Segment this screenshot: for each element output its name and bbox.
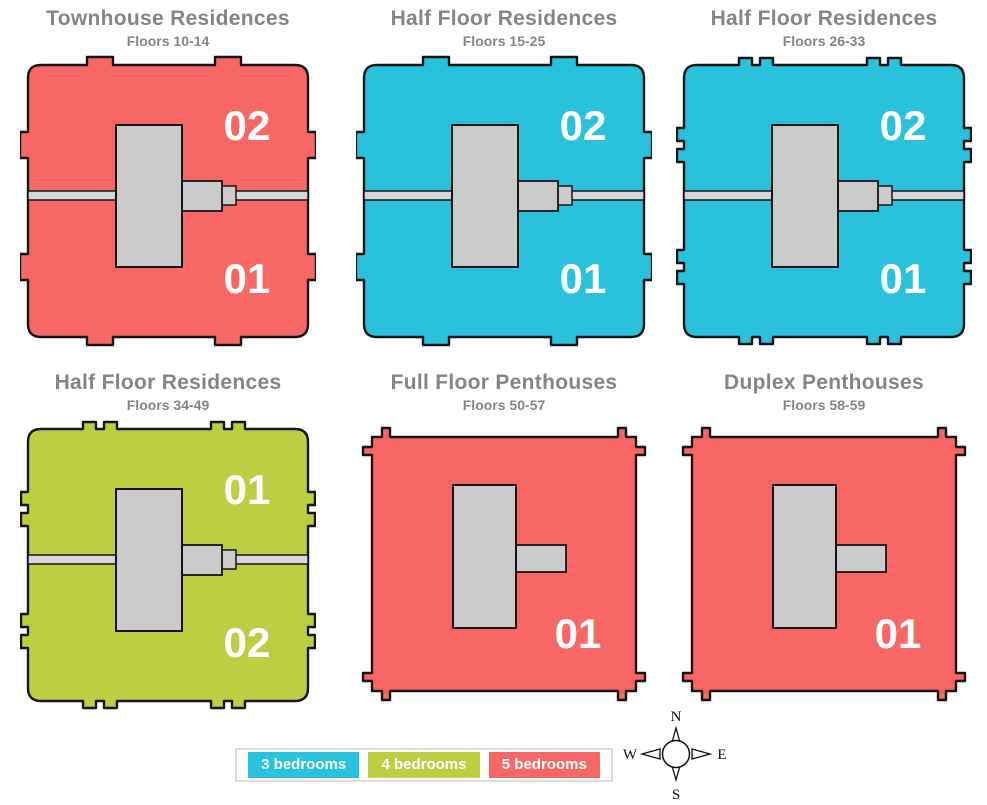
compass-n-label: N [671, 709, 682, 725]
panel-title: Duplex Penthouses [724, 371, 924, 394]
unit-number-bottom: 01 [560, 255, 607, 302]
building-core [115, 124, 183, 268]
floorplan: 01 [344, 419, 664, 711]
legend-chip-5-bedrooms: 5 bedrooms [488, 752, 600, 778]
core-arm [517, 180, 559, 212]
compass-east-pointer [691, 748, 713, 760]
floorplan-svg: 01 [361, 426, 647, 702]
panel-subtitle: Floors 50-57 [462, 397, 546, 413]
panel-title: Townhouse Residences [46, 7, 290, 30]
corridor-left [27, 554, 117, 565]
unit-number-top: 01 [224, 466, 271, 513]
corridor-left [27, 190, 117, 201]
unit-number-bottom: 01 [224, 255, 271, 302]
building-core [115, 488, 183, 632]
compass-s-label: S [672, 787, 680, 803]
building-core [451, 124, 519, 268]
compass-rose: N S W E [623, 709, 727, 803]
unit-number-bottom: 02 [224, 619, 271, 666]
floorplan-svg: 01 02 [20, 420, 316, 710]
legend-chip-4-bedrooms: 4 bedrooms [368, 752, 480, 778]
compass-west-pointer [639, 748, 661, 760]
panel-title: Half Floor Residences [390, 7, 618, 30]
compass-e-label: E [717, 747, 726, 763]
unit-number: 01 [875, 610, 922, 657]
corridor-right [889, 190, 965, 201]
panel-subtitle: Floors 26-33 [782, 33, 866, 49]
corridor-right [233, 190, 309, 201]
floorplan: 02 01 [344, 55, 664, 347]
floorplan-svg: 01 [681, 426, 967, 702]
building-core [452, 484, 517, 629]
panel-title: Half Floor Residences [54, 371, 282, 394]
building-core [771, 124, 839, 268]
corridor-right [233, 554, 309, 565]
unit-number-bottom: 01 [880, 255, 927, 302]
floorplan-panel-5: Full Floor Penthouses Floors 50-57 01 [344, 370, 664, 711]
panel-subtitle: Floors 58-59 [782, 397, 866, 413]
bedroom-legend: 3 bedrooms 4 bedrooms 5 bedrooms [235, 748, 613, 782]
panel-subtitle: Floors 15-25 [462, 33, 546, 49]
floorplan: 01 [664, 419, 984, 711]
core-arm [515, 544, 567, 573]
floorplan-svg: 02 01 [20, 55, 316, 347]
floorplan-panel-3: Half Floor Residences Floors 26-33 02 01 [664, 6, 984, 347]
core-arm [835, 544, 887, 573]
compass-circle [661, 739, 691, 769]
floorplan: 02 01 [8, 55, 328, 347]
panel-title: Full Floor Penthouses [390, 371, 618, 394]
legend-chip-3-bedrooms: 3 bedrooms [248, 752, 360, 778]
corridor-left [683, 190, 773, 201]
corridor-left [363, 190, 453, 201]
floorplan-panel-2: Half Floor Residences Floors 15-25 02 01 [344, 6, 664, 347]
building-core [772, 484, 837, 629]
core-arm [181, 544, 223, 576]
core-arm [181, 180, 223, 212]
panel-subtitle: Floors 34-49 [126, 397, 210, 413]
corridor-right [569, 190, 645, 201]
panel-subtitle: Floors 10-14 [126, 33, 210, 49]
floorplan-panel-1: Townhouse Residences Floors 10-14 02 01 [8, 6, 328, 347]
unit-number-top: 02 [880, 102, 927, 149]
floorplan: 02 01 [664, 55, 984, 347]
unit-number-top: 02 [560, 102, 607, 149]
floorplan-svg: 02 01 [356, 55, 652, 347]
unit-number-top: 02 [224, 102, 271, 149]
floorplan: 01 02 [8, 419, 328, 711]
floorplan-svg: 02 01 [676, 56, 972, 346]
panel-title: Half Floor Residences [710, 7, 938, 30]
floorplan-panel-6: Duplex Penthouses Floors 58-59 01 [664, 370, 984, 711]
core-arm [837, 180, 879, 212]
floorplan-panel-4: Half Floor Residences Floors 34-49 01 02 [8, 370, 328, 711]
unit-number: 01 [555, 610, 602, 657]
compass-w-label: W [623, 747, 638, 763]
